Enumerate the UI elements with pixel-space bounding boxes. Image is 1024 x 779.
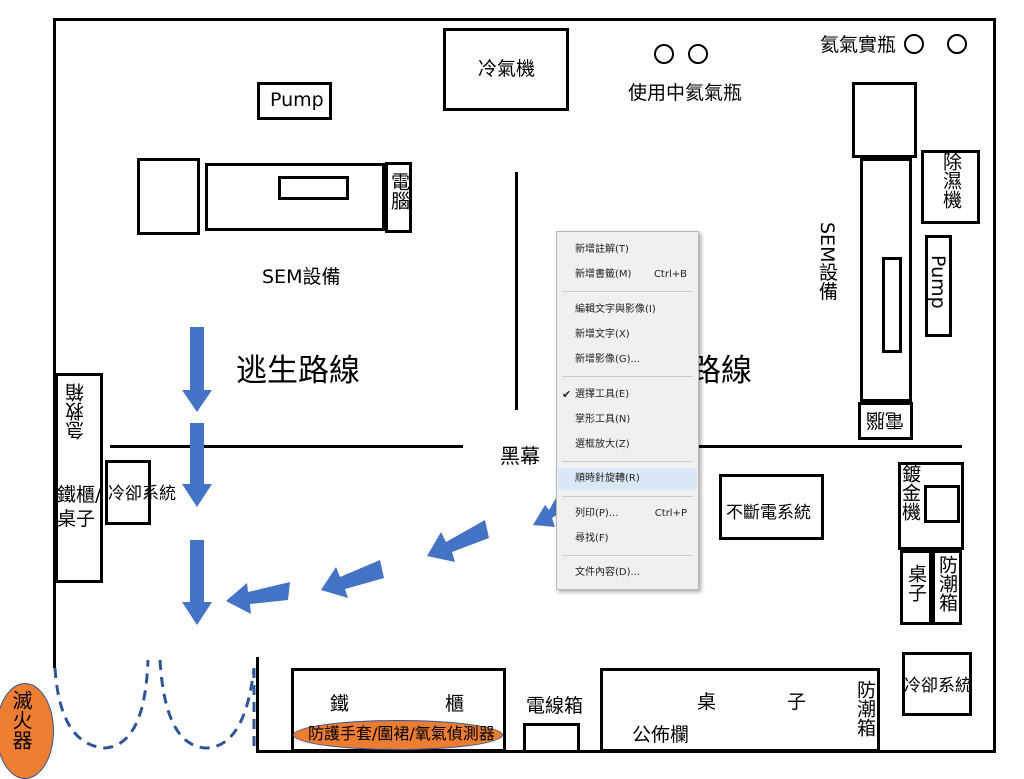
menu-item-select-tool[interactable]: ✔選擇工具(E) bbox=[558, 384, 697, 406]
fire-extinguisher-icon bbox=[0, 683, 54, 779]
protective-gear-ellipse bbox=[293, 720, 503, 750]
menu-item-hand-tool[interactable]: 掌形工具(N) bbox=[575, 414, 631, 425]
wall-left bbox=[53, 18, 56, 668]
pump-top-box bbox=[257, 82, 332, 120]
menu-item-rotate-clockwise[interactable]: 順時針旋轉(R) bbox=[558, 468, 697, 490]
moisture-box-bottom-label: 防潮箱 bbox=[854, 680, 876, 737]
desk-right-label: 桌子 bbox=[905, 564, 927, 602]
desk-bottom-right-label: 子 bbox=[787, 691, 807, 713]
menu-item-add-bookmark[interactable]: 新增書籤(M)Ctrl+B bbox=[558, 264, 697, 286]
computer-right-box bbox=[858, 402, 913, 440]
dehumidifier-label: 除濕機 bbox=[940, 152, 962, 209]
ac-unit-box bbox=[443, 28, 569, 111]
protective-gear-label: 防護手套/圍裙/氧氣偵測器 bbox=[308, 724, 495, 743]
desk-right-box bbox=[900, 550, 932, 625]
moisture-box-right bbox=[932, 550, 962, 625]
sem-left-slot bbox=[278, 176, 349, 200]
menu-separator bbox=[562, 461, 693, 462]
moisture-box-right-label: 防潮箱 bbox=[936, 555, 958, 612]
escape-arrows bbox=[182, 327, 561, 625]
wall-bottom-left-post bbox=[256, 657, 259, 753]
pump-top-label: Pump bbox=[270, 89, 324, 111]
gas-full-label: 氦氣實瓶 bbox=[820, 34, 897, 56]
shortcut-label: Ctrl+P bbox=[654, 508, 687, 519]
arrow-down-1 bbox=[182, 327, 212, 412]
menu-separator bbox=[562, 291, 693, 292]
partition-left bbox=[110, 445, 463, 448]
computer-left-box bbox=[385, 162, 412, 233]
gas-cylinder-icon bbox=[654, 44, 674, 64]
menu-item-print[interactable]: 列印(P)...Ctrl+P bbox=[558, 503, 697, 525]
plating-machine-label: 鍍金機 bbox=[899, 464, 921, 521]
computer-left-label: 電腦 bbox=[388, 172, 410, 210]
ac-unit-label: 冷氣機 bbox=[478, 58, 536, 80]
arrow-down-2 bbox=[182, 423, 212, 507]
sem-left-label: SEM設備 bbox=[262, 266, 341, 288]
arrow-left-4 bbox=[533, 498, 561, 527]
escape-route-right-label: 路線 bbox=[690, 353, 752, 389]
menu-item-document-properties[interactable]: 文件內容(D)... bbox=[575, 567, 641, 578]
arrow-left-1 bbox=[226, 582, 290, 614]
door-right-arc bbox=[158, 659, 256, 750]
wall-right bbox=[993, 18, 996, 753]
cooling-system-left-label: 冷卻系統 bbox=[108, 484, 176, 504]
iron-cabinet-right-label: 櫃 bbox=[445, 693, 465, 715]
menu-item-add-image[interactable]: 新增影像(G)... bbox=[575, 354, 641, 365]
pump-right-label: Pump bbox=[927, 255, 949, 309]
ups-label: 不斷電系統 bbox=[726, 503, 811, 523]
dehumidifier-box bbox=[921, 150, 980, 224]
partition-right bbox=[697, 445, 962, 448]
arrow-left-3 bbox=[427, 520, 489, 562]
cooling-system-left-box bbox=[105, 460, 151, 525]
sem-right-slot bbox=[882, 257, 902, 353]
door-swing bbox=[53, 659, 256, 752]
fire-extinguisher-label: 滅火器 bbox=[9, 690, 33, 750]
menu-item-marquee-zoom[interactable]: 選框放大(Z) bbox=[575, 439, 630, 450]
menu-separator bbox=[562, 555, 693, 556]
menu-separator bbox=[562, 376, 693, 377]
cooling-system-right-label: 冷卻系統 bbox=[904, 676, 972, 696]
iron-cabinet-desk-label: 鐵櫃/桌子 bbox=[57, 484, 102, 530]
sem-left-module bbox=[137, 158, 200, 235]
gas-in-use-label: 使用中氦氣瓶 bbox=[628, 82, 743, 104]
escape-route-left-label: 逃生路線 bbox=[236, 353, 360, 389]
desk-bottom-left-label: 桌 bbox=[697, 691, 717, 713]
menu-item-add-note[interactable]: 新增註解(T) bbox=[575, 244, 629, 255]
electrical-box bbox=[523, 723, 580, 753]
door-left-arc bbox=[53, 659, 150, 750]
pump-right-box bbox=[925, 235, 952, 337]
plating-machine-inner bbox=[924, 485, 960, 523]
gas-cylinder-icon bbox=[904, 34, 924, 54]
desk-bottom-box bbox=[600, 668, 880, 752]
ups-box bbox=[719, 474, 824, 540]
menu-separator bbox=[562, 496, 693, 497]
checkmark-icon: ✔ bbox=[562, 388, 572, 401]
partition-vertical bbox=[515, 172, 518, 410]
gas-cylinder-icon bbox=[947, 34, 967, 54]
sem-right-label: SEM設備 bbox=[816, 222, 838, 301]
arrow-down-3 bbox=[182, 540, 212, 625]
arrow-left-2 bbox=[321, 560, 384, 598]
bulletin-label: 公佈欄 bbox=[632, 724, 690, 746]
menu-item-edit-text-image[interactable]: 編輯文字與影像(I) bbox=[575, 304, 656, 315]
context-menu[interactable]: 新增註解(T) 新增書籤(M)Ctrl+B 編輯文字與影像(I) 新增文字(X)… bbox=[556, 231, 699, 590]
menu-item-find[interactable]: 尋找(F) bbox=[575, 533, 609, 544]
cooling-system-right-box bbox=[902, 652, 972, 716]
shortcut-label: Ctrl+B bbox=[653, 269, 687, 280]
electrical-box-label: 電線箱 bbox=[526, 695, 584, 717]
left-cabinet-box bbox=[55, 373, 103, 583]
gas-cylinder-icon bbox=[688, 44, 708, 64]
menu-item-add-text[interactable]: 新增文字(X) bbox=[575, 329, 630, 340]
wall-top bbox=[53, 18, 996, 21]
black-curtain-label: 黑幕 bbox=[500, 444, 540, 468]
sem-right-top-module bbox=[852, 82, 917, 158]
iron-cabinet-left-label: 鐵 bbox=[330, 693, 350, 715]
